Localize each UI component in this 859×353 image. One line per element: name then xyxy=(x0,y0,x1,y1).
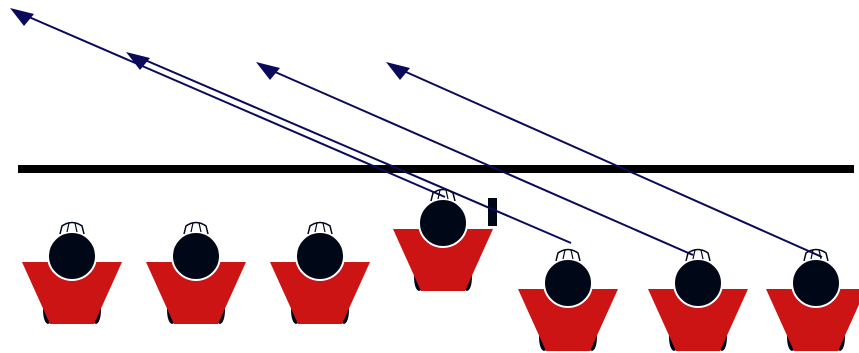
player-topdown-icon xyxy=(270,223,370,325)
marker-bar-icon xyxy=(488,198,497,226)
triangle-arrowhead-icon xyxy=(256,62,280,80)
arrow-2 xyxy=(126,52,571,243)
player-topdown-icon xyxy=(766,250,859,352)
arrow-3 xyxy=(256,62,693,255)
goal-line xyxy=(18,165,854,173)
triangle-arrowhead-icon xyxy=(386,62,410,80)
triangle-arrowhead-icon xyxy=(10,8,34,26)
player-topdown-icon xyxy=(393,190,493,292)
player-topdown-icon xyxy=(518,250,618,352)
player-topdown-icon xyxy=(22,223,122,325)
player-topdown-icon xyxy=(146,223,246,325)
player-topdown-icon xyxy=(648,250,748,352)
